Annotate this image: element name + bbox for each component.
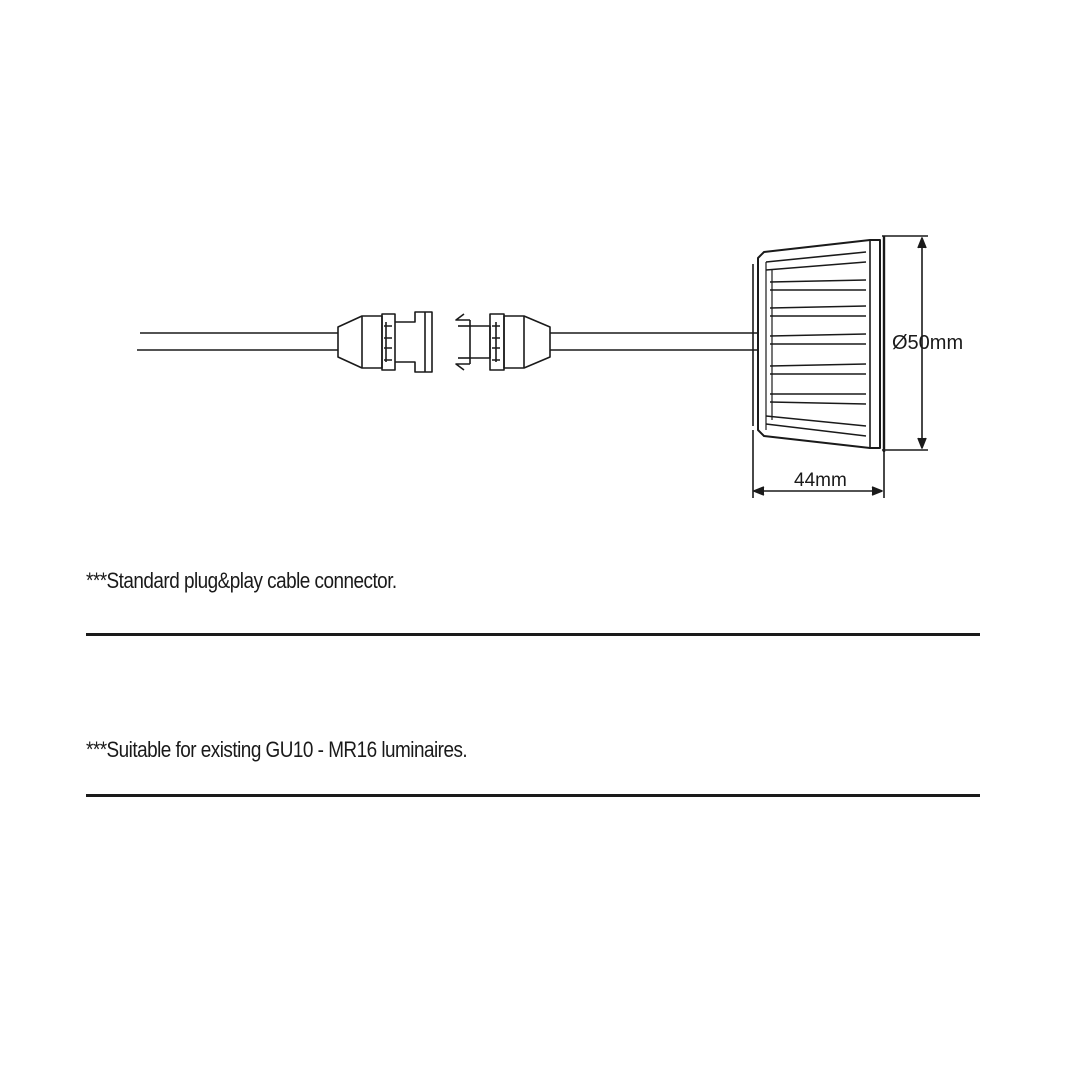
divider-2: [86, 794, 980, 797]
right-cable: [550, 332, 758, 351]
diameter-dimension: [882, 235, 928, 451]
left-cable: [137, 332, 338, 351]
length-label: 44mm: [794, 470, 847, 491]
divider-1: [86, 633, 980, 636]
lamp-body: [752, 236, 886, 452]
note-connector: ***Standard plug&play cable connector.: [86, 568, 397, 593]
male-connector: [337, 311, 433, 373]
connector-lamp-diagram: Ø50mm 44mm: [137, 235, 963, 498]
diameter-label: Ø50mm: [892, 332, 963, 354]
note-compatibility: ***Suitable for existing GU10 - MR16 lum…: [86, 737, 468, 762]
female-connector: [455, 313, 551, 371]
length-dimension: [752, 430, 885, 498]
